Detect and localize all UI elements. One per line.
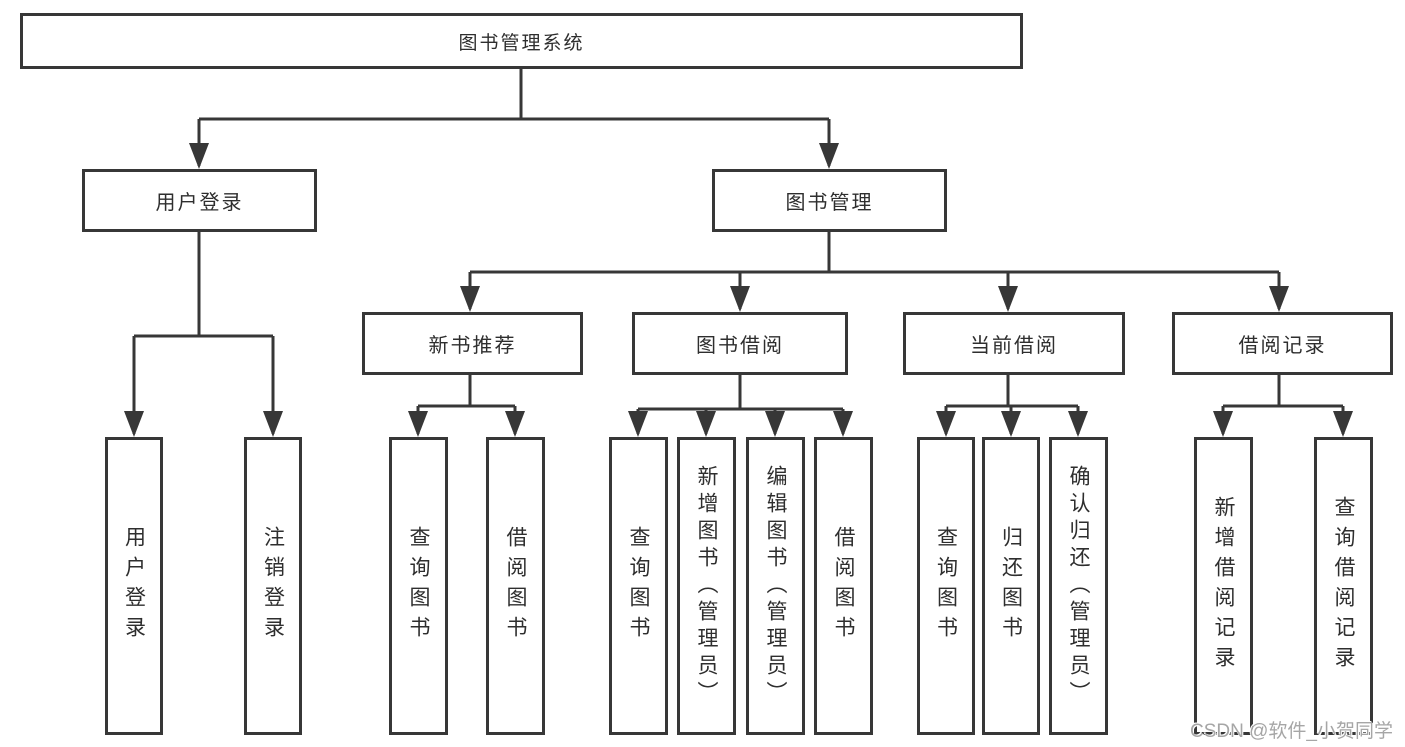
node-borrow-records: 借阅记录 — [1172, 312, 1393, 375]
node-book-borrow: 图书借阅 — [632, 312, 848, 375]
csdn-watermark: CSDN @软件_小贺同学 — [1190, 721, 1393, 742]
node-bb-add-book-label: 新增图书（管理员） — [695, 464, 718, 708]
node-root-label: 图书管理系统 — [458, 32, 585, 54]
edges-from-root — [189, 69, 839, 169]
node-cb-query-book-label: 查询图书 — [934, 526, 958, 646]
node-bb-borrow-book-label: 借阅图书 — [832, 526, 855, 646]
edges-from-book-borrow — [628, 375, 853, 437]
node-cb-query-book: 查询图书 — [917, 437, 975, 735]
node-cb-return-book-label: 归还图书 — [999, 526, 1023, 646]
node-bb-add-book: 新增图书（管理员） — [677, 437, 736, 735]
node-bb-query-book: 查询图书 — [609, 437, 668, 735]
node-bb-query-book-label: 查询图书 — [627, 526, 650, 646]
node-nbr-query-book: 查询图书 — [389, 437, 448, 735]
node-cb-confirm-return-label: 确认归还（管理员） — [1067, 464, 1090, 708]
node-br-add-record-label: 新增借阅记录 — [1212, 496, 1235, 676]
node-cb-return-book: 归还图书 — [982, 437, 1040, 735]
node-nbr-borrow-book-label: 借阅图书 — [504, 526, 527, 646]
node-nbr-query-book-label: 查询图书 — [407, 526, 430, 646]
edges-from-current-borrow — [936, 375, 1088, 437]
node-current-borrow: 当前借阅 — [903, 312, 1125, 375]
node-book-borrow-label: 图书借阅 — [696, 335, 784, 357]
node-new-book-rec: 新书推荐 — [362, 312, 583, 375]
node-nbr-borrow-book: 借阅图书 — [486, 437, 545, 735]
node-root: 图书管理系统 — [20, 13, 1023, 69]
node-br-query-record-label: 查询借阅记录 — [1332, 496, 1355, 676]
node-cb-confirm-return: 确认归还（管理员） — [1049, 437, 1108, 735]
node-user-login: 用户登录 — [82, 169, 317, 232]
edges-from-book-mgmt — [460, 232, 1289, 312]
node-bb-borrow-book: 借阅图书 — [814, 437, 873, 735]
node-borrow-records-label: 借阅记录 — [1238, 335, 1327, 357]
node-leaf-user-login-label: 用户登录 — [122, 526, 146, 646]
edges-from-user-login — [124, 232, 283, 437]
node-br-query-record: 查询借阅记录 — [1314, 437, 1373, 735]
node-leaf-user-login: 用户登录 — [105, 437, 163, 735]
node-book-mgmt: 图书管理 — [712, 169, 947, 232]
node-bb-edit-book: 编辑图书（管理员） — [746, 437, 805, 735]
edges-from-borrow-records — [1213, 375, 1353, 437]
edges-from-new-book-rec — [408, 375, 525, 437]
node-br-add-record: 新增借阅记录 — [1194, 437, 1253, 735]
node-bb-edit-book-label: 编辑图书（管理员） — [764, 464, 787, 708]
node-book-mgmt-label: 图书管理 — [785, 192, 874, 214]
node-current-borrow-label: 当前借阅 — [970, 335, 1058, 357]
node-leaf-logout: 注销登录 — [244, 437, 302, 735]
node-leaf-logout-label: 注销登录 — [261, 526, 285, 646]
node-new-book-rec-label: 新书推荐 — [428, 335, 517, 357]
node-user-login-label: 用户登录 — [155, 192, 244, 214]
